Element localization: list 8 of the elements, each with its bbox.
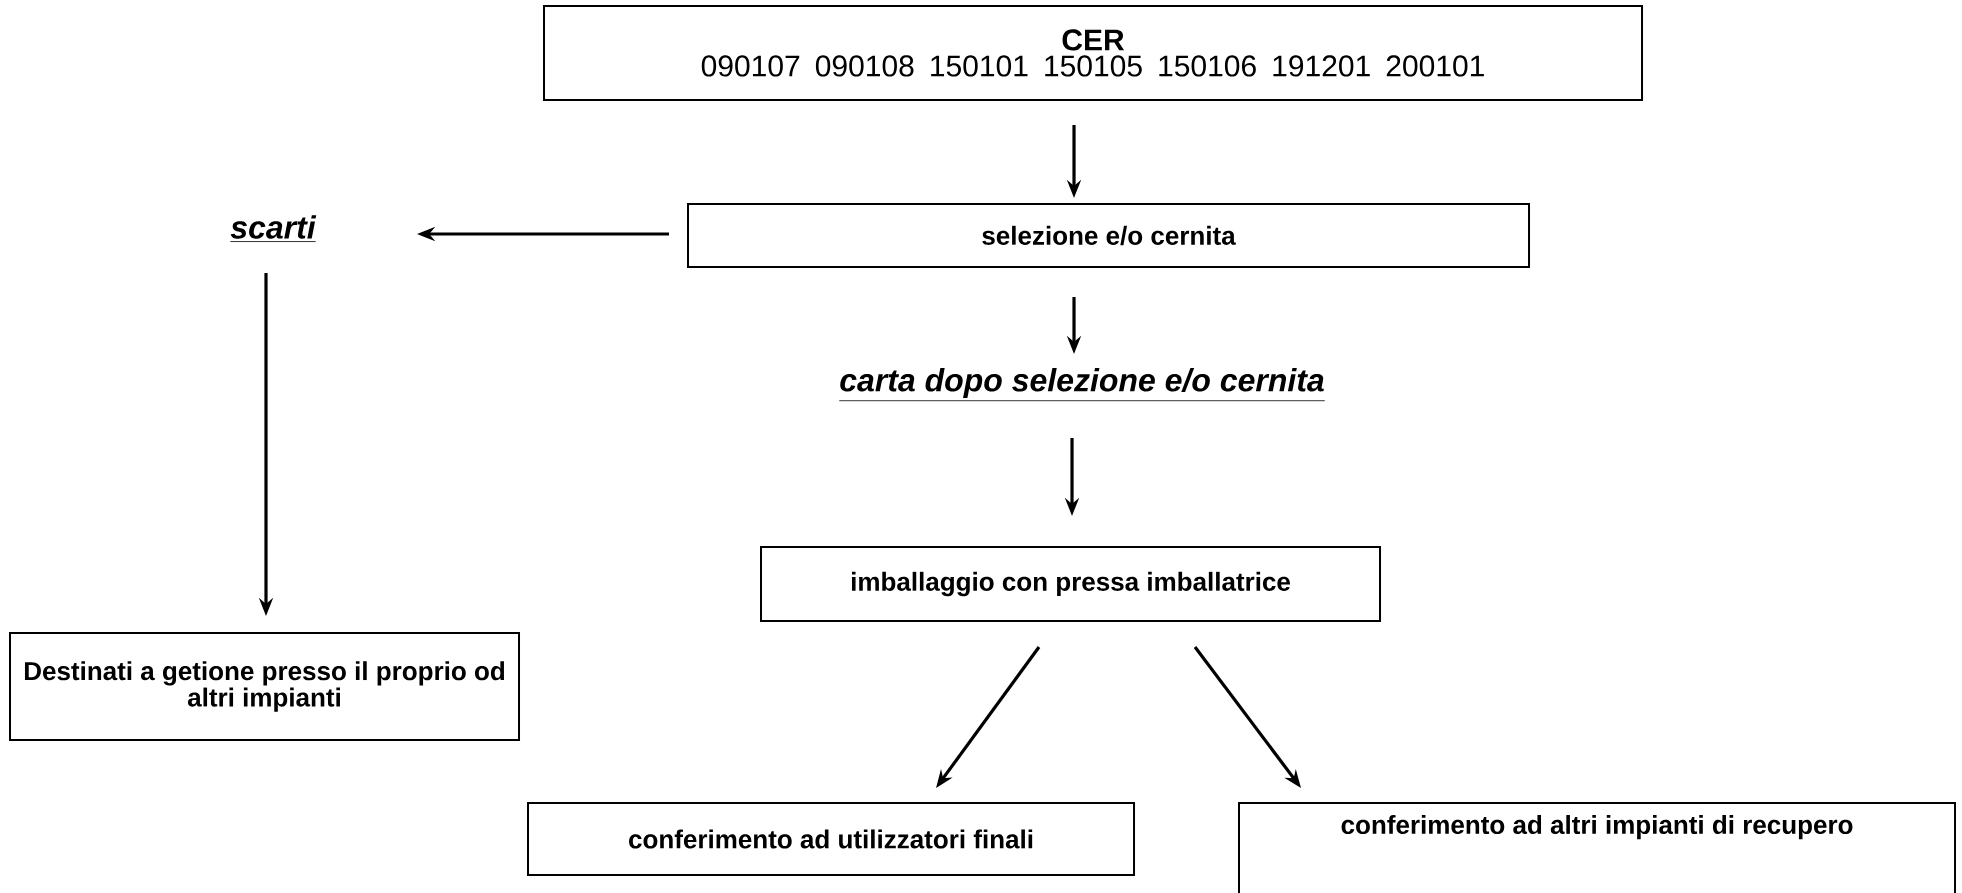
step-label: scarti [229, 215, 317, 242]
process-box: conferimento ad utilizzatori finali [527, 802, 1135, 876]
process-box: selezione e/o cernita [687, 203, 1530, 268]
process-box: imballaggio con pressa imballatrice [760, 546, 1381, 622]
process-box: conferimento ad altri impianti di recupero [1238, 802, 1957, 893]
process-box: CER 090107 090108 150101 150105 150106 191201 200101 [543, 5, 1644, 101]
process-box: Destinati a getione presso il proprio od altri impianti [9, 632, 520, 741]
step-label: carta dopo selezione e/o cernita [838, 368, 1326, 402]
